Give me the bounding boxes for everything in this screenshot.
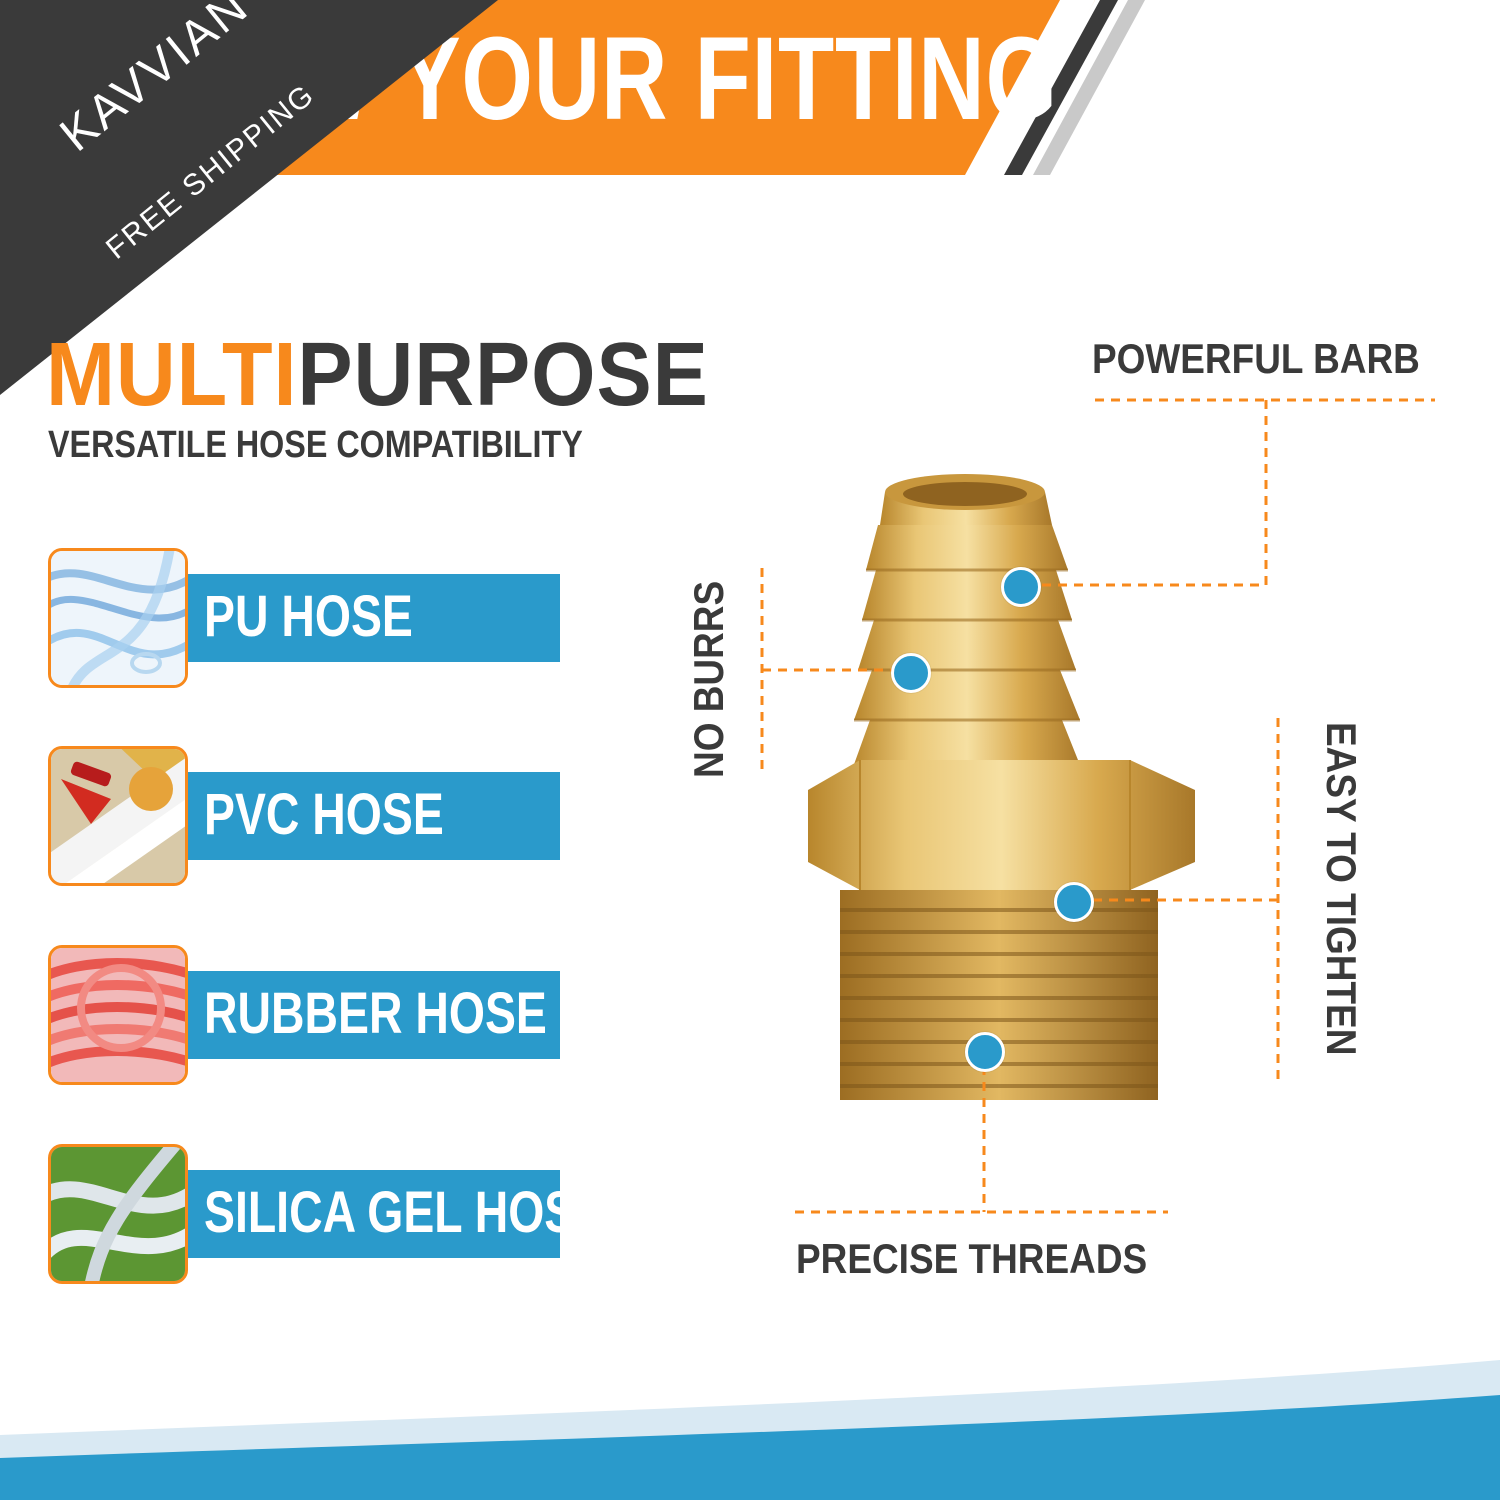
multipurpose-title: MULTIPURPOSE (46, 330, 709, 420)
hose-item-silica: SILICA GEL HOSE (48, 1144, 606, 1284)
silica-hose-label-bar: SILICA GEL HOSE (188, 1170, 606, 1258)
callout-precise-threads: PRECISE THREADS (796, 1235, 1148, 1282)
multipurpose-title-part2: PURPOSE (297, 325, 709, 425)
silica-hose-label: SILICA GEL HOSE (204, 1180, 607, 1245)
tighten-marker-dot (1054, 882, 1094, 922)
multipurpose-title-part1: MULTI (46, 325, 298, 425)
hose-item-pu: PU HOSE (48, 548, 560, 688)
burrs-marker-dot (891, 653, 931, 693)
footer-wave (0, 1360, 1500, 1500)
hose-item-rubber: RUBBER HOSE (48, 945, 560, 1085)
braided-hose-grass-icon (51, 1147, 185, 1281)
barb-marker-dot (1001, 567, 1041, 607)
multipurpose-subtitle: VERSATILE HOSE COMPATIBILITY (48, 424, 583, 466)
pu-hose-label-bar: PU HOSE (188, 574, 560, 662)
callout-easy-to-tighten: EASY TO TIGHTEN (1318, 722, 1365, 1056)
pvc-hose-thumbnail (48, 746, 188, 886)
pu-hose-label: PU HOSE (204, 584, 413, 649)
threads-marker-dot (965, 1032, 1005, 1072)
clear-tubing-icon (51, 551, 185, 685)
corner-ribbon (0, 0, 498, 395)
pvc-hose-label-bar: PVC HOSE (188, 772, 560, 860)
rubber-hose-thumbnail (48, 945, 188, 1085)
pipe-cutter-icon (51, 749, 185, 883)
silica-hose-thumbnail (48, 1144, 188, 1284)
pu-hose-thumbnail (48, 548, 188, 688)
callout-powerful-barb: POWERFUL BARB (1092, 335, 1420, 382)
pvc-hose-label: PVC HOSE (204, 782, 444, 847)
rubber-hose-label-bar: RUBBER HOSE (188, 971, 560, 1059)
callout-no-burrs: NO BURRS (685, 580, 732, 778)
hose-item-pvc: PVC HOSE (48, 746, 560, 886)
rubber-hose-label: RUBBER HOSE (204, 981, 547, 1046)
red-hose-coil-icon (51, 948, 185, 1082)
